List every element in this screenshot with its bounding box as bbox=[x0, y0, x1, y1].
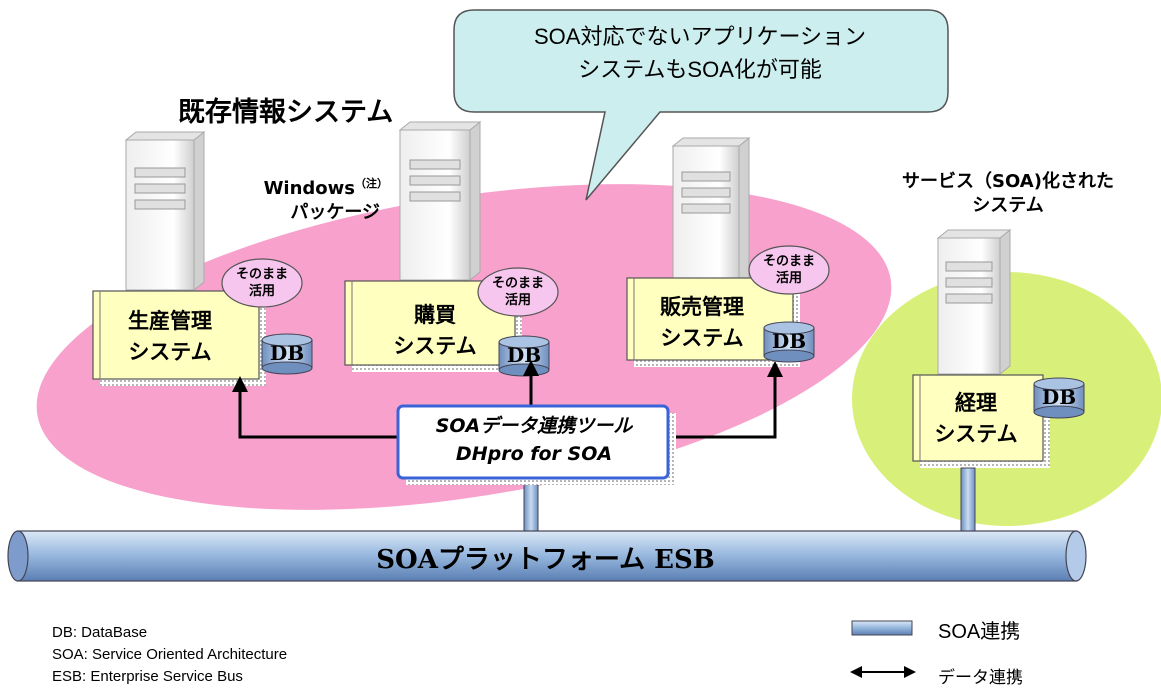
server-icon bbox=[936, 228, 1012, 376]
system-label-sales: 販売管理 システム bbox=[632, 292, 772, 354]
system-name: 購買 bbox=[414, 303, 456, 327]
reuse-text: そのまま bbox=[762, 254, 815, 269]
package-label: パッケージ bbox=[290, 202, 380, 223]
legend-soa-link-icon bbox=[851, 620, 913, 636]
soa-service-label: サービス（SOA)化された システム bbox=[862, 170, 1154, 218]
system-label-accounting: 経理 システム bbox=[916, 388, 1036, 450]
system-box-accounting bbox=[912, 374, 1050, 468]
arrow-head bbox=[767, 361, 783, 377]
reuse-label: そのまま 活用 bbox=[749, 253, 829, 287]
arrow-head bbox=[523, 360, 539, 376]
diagram-title: 既存情報システム bbox=[178, 97, 394, 128]
db-label: DB bbox=[1041, 385, 1077, 409]
system-name: 経理 bbox=[955, 391, 997, 415]
arrow-head bbox=[232, 376, 248, 392]
system-box-production bbox=[92, 290, 266, 386]
database-icon bbox=[1033, 377, 1085, 419]
note-mark: （注） bbox=[355, 177, 388, 190]
db-label: DB bbox=[506, 343, 542, 367]
abbreviation-esb: ESB: Enterprise Service Bus bbox=[52, 668, 243, 685]
reuse-text: そのまま bbox=[491, 276, 544, 291]
tool-label: SOAデータ連携ツール DHpro for SOA bbox=[398, 412, 670, 468]
tool-product: DHpro for SOA bbox=[455, 443, 613, 465]
reuse-text: 活用 bbox=[775, 271, 802, 286]
reuse-label: そのまま 活用 bbox=[478, 275, 558, 309]
service-label-line: システム bbox=[972, 195, 1044, 216]
legend-data-link-icon bbox=[850, 666, 916, 678]
database-icon bbox=[261, 333, 313, 375]
system-name: 生産管理 bbox=[128, 309, 212, 333]
callout-line: システムもSOA化が可能 bbox=[578, 57, 822, 82]
tool-name: SOAデータ連携ツール bbox=[435, 415, 633, 437]
service-label-line: サービス（SOA)化された bbox=[902, 171, 1114, 192]
legend-data-link-label: データ連携 bbox=[938, 668, 1023, 687]
abbreviation-db: DB: DataBase bbox=[52, 624, 148, 641]
system-name: システム bbox=[934, 422, 1018, 446]
reuse-text: 活用 bbox=[504, 293, 531, 308]
callout-line: SOA対応でないアプリケーション bbox=[533, 24, 867, 49]
system-name: システム bbox=[128, 340, 212, 364]
esb-pipe bbox=[7, 530, 1087, 582]
db-label: DB bbox=[269, 341, 305, 365]
esb-label: SOAプラットフォーム ESB bbox=[376, 545, 715, 575]
abbreviation-soa: SOA: Service Oriented Architecture bbox=[52, 646, 288, 663]
windows-label: Windows bbox=[263, 178, 355, 199]
system-name: システム bbox=[660, 326, 744, 350]
reuse-text: そのまま bbox=[235, 267, 288, 282]
reuse-label: そのまま 活用 bbox=[222, 266, 302, 300]
tool-box bbox=[396, 404, 676, 485]
db-label: DB bbox=[771, 329, 807, 353]
pipe-connector bbox=[523, 482, 539, 534]
data-link-arrows bbox=[238, 374, 777, 439]
system-name: システム bbox=[393, 334, 477, 358]
system-name: 販売管理 bbox=[660, 295, 744, 319]
server-icon bbox=[398, 120, 482, 282]
reuse-text: 活用 bbox=[248, 284, 275, 299]
database-icon bbox=[763, 321, 815, 363]
reuse-cloud bbox=[748, 245, 830, 295]
pipe-connector bbox=[960, 467, 976, 534]
reuse-cloud bbox=[221, 258, 303, 308]
callout-text: SOA対応でないアプリケーション システムもSOA化が可能 bbox=[463, 20, 937, 86]
windows-package-label: Windows（注） パッケージ bbox=[236, 172, 388, 225]
system-label-purchasing: 購買 システム bbox=[360, 300, 510, 362]
legend-soa-link-label: SOA連携 bbox=[938, 621, 1021, 643]
server-icon bbox=[124, 130, 206, 292]
reuse-cloud bbox=[477, 267, 559, 317]
server-icon bbox=[671, 136, 751, 288]
callout-bubble bbox=[453, 9, 949, 201]
system-label-production: 生産管理 システム bbox=[100, 306, 240, 368]
